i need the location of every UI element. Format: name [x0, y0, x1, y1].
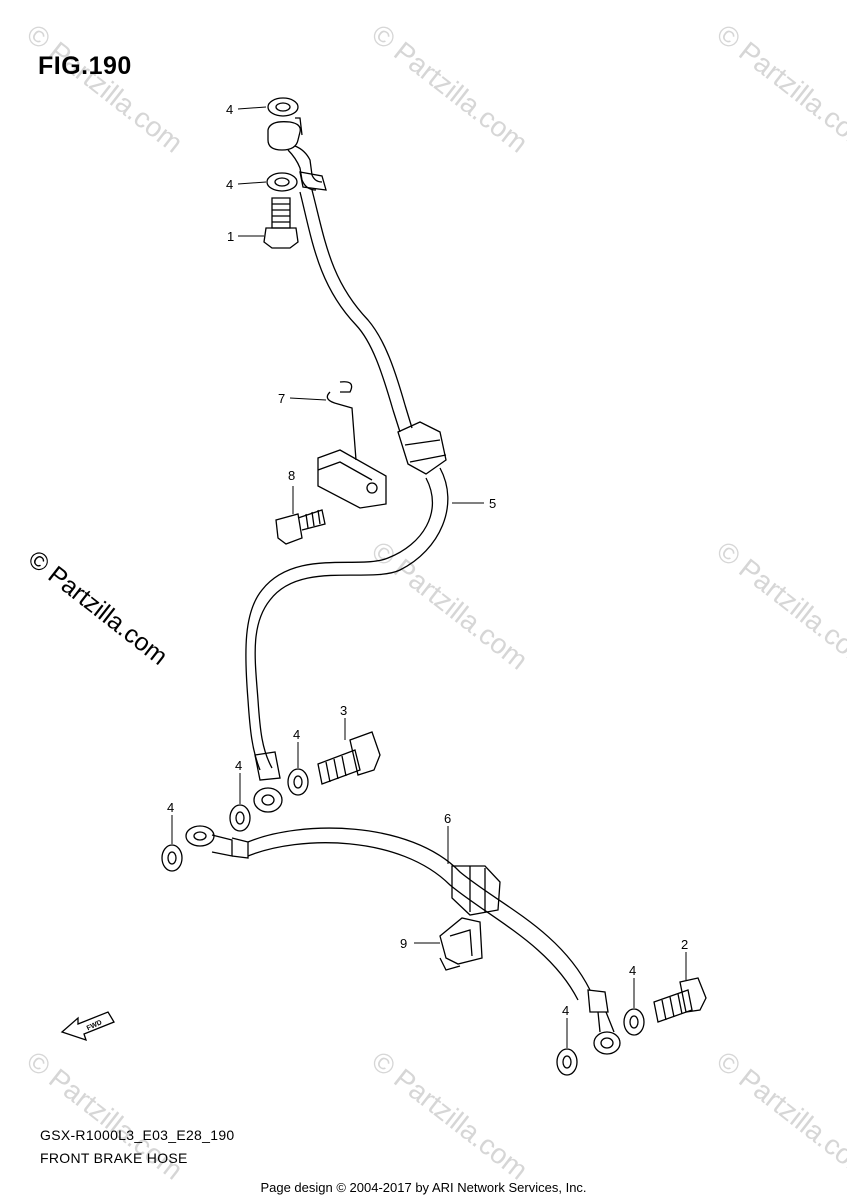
figure-title: FIG.190 — [38, 52, 132, 80]
page-credit: Page design © 2004-2017 by ARI Network S… — [260, 1180, 587, 1195]
callout-3: 3 — [340, 703, 348, 718]
washer-left — [161, 844, 183, 872]
model-code: GSX-R1000L3_E03_E28_190 — [40, 1127, 235, 1143]
callout-7: 7 — [278, 391, 286, 406]
washer-lower-1 — [623, 1008, 645, 1036]
union-bolt-2 — [653, 977, 707, 1023]
callout-4: 4 — [226, 102, 234, 117]
callout-5: 5 — [489, 496, 497, 511]
washer-upper — [266, 172, 298, 192]
callout-6: 6 — [444, 811, 452, 826]
grommet-clip-9 — [439, 917, 483, 971]
bracket — [317, 449, 387, 509]
callout-4: 4 — [226, 177, 234, 192]
union-bolt-1 — [263, 197, 299, 249]
callout-1: 1 — [227, 229, 235, 244]
fwd-arrow-icon — [60, 1011, 115, 1042]
callout-9: 9 — [400, 936, 408, 951]
washer-lower-2 — [556, 1048, 578, 1076]
leader-lines — [171, 106, 687, 1048]
callout-4: 4 — [235, 758, 243, 773]
upper-brake-hose — [245, 117, 449, 813]
washer-mid-1 — [287, 768, 309, 796]
callout-4: 4 — [562, 1003, 570, 1018]
lower-brake-hose — [185, 825, 621, 1055]
callout-4: 4 — [629, 963, 637, 978]
washer-mid-2 — [229, 804, 251, 832]
callout-4: 4 — [293, 727, 301, 742]
clamp-7 — [326, 381, 357, 461]
callout-2: 2 — [681, 937, 689, 952]
washer-top — [267, 97, 299, 117]
figure-caption: FRONT BRAKE HOSE — [40, 1150, 188, 1166]
union-bolt-3 — [317, 731, 381, 785]
callout-8: 8 — [288, 468, 296, 483]
callout-4: 4 — [167, 800, 175, 815]
bolt-8 — [275, 509, 326, 545]
